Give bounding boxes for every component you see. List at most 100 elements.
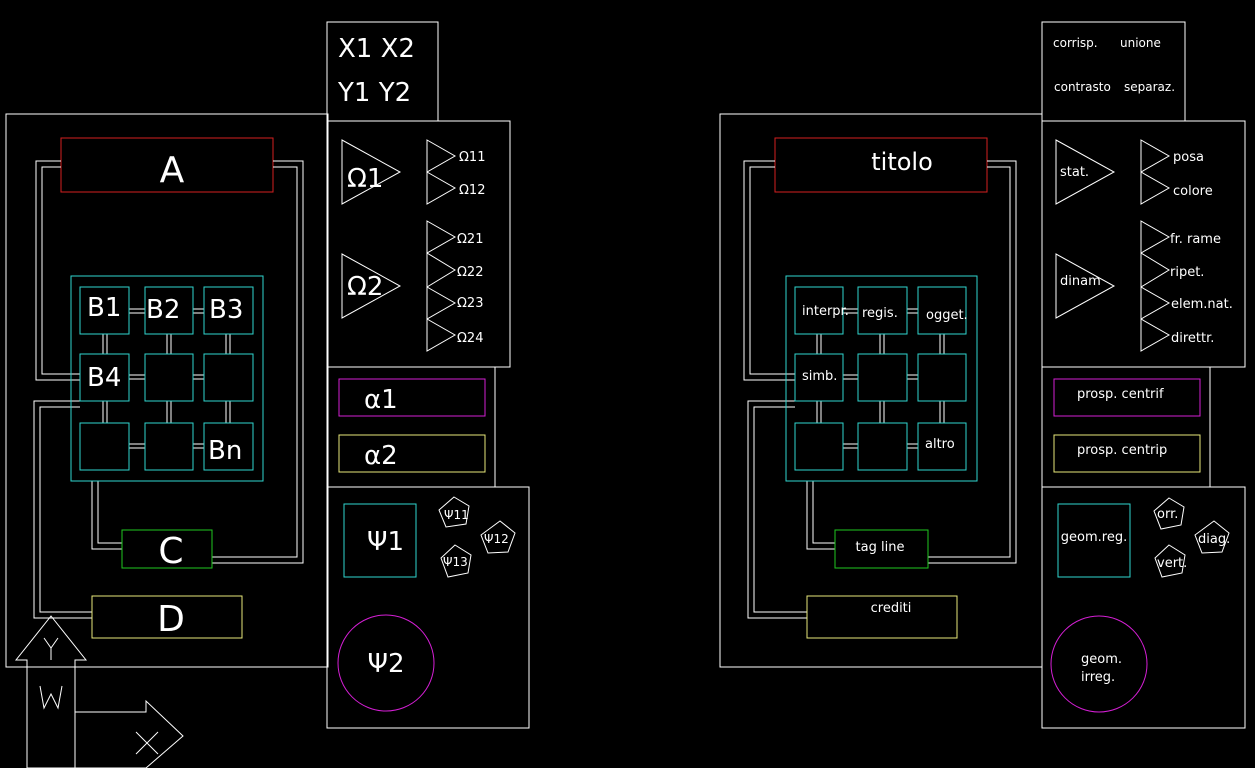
left-layout: X1 X2 Y1 Y2 A — [5, 21, 530, 729]
alpha1-box — [338, 378, 486, 417]
geom-reg-box — [1057, 503, 1131, 578]
omega2-triangle — [341, 253, 402, 319]
colore-triangle — [1140, 171, 1171, 205]
prosp-centrif-box — [1053, 378, 1201, 417]
omega2-label: Ω2 — [347, 272, 383, 302]
omega11-label: Ω11 — [459, 150, 485, 165]
b-cell-label: B1 — [87, 293, 121, 323]
psi2-circle — [337, 614, 435, 712]
coords-x-label: X1 X2 — [338, 34, 415, 64]
b-cell — [79, 286, 130, 335]
grid-cell — [794, 286, 844, 335]
omega22-triangle — [426, 252, 456, 288]
psi12-label: Ψ12 — [484, 532, 509, 546]
geometry-panel — [1041, 486, 1246, 729]
box-a-label: A — [160, 150, 185, 191]
grid-cell — [857, 353, 908, 402]
b-cell — [144, 353, 194, 402]
psi2-label: Ψ2 — [367, 649, 404, 679]
b-cell-label: B3 — [209, 295, 243, 325]
geom-sub-label: vert. — [1157, 556, 1187, 571]
psi12-pentagon — [480, 520, 516, 554]
grid-cell-label: simb. — [802, 369, 837, 384]
ucs-arrow-outline — [14, 615, 184, 768]
relation-label: contrasto — [1054, 80, 1111, 94]
credits-box — [806, 595, 958, 639]
grid-cell-label: regis. — [862, 306, 898, 321]
posa-triangle — [1140, 139, 1171, 173]
psi11-label: Ψ11 — [444, 508, 469, 522]
dinam-sub-triangle — [1140, 286, 1171, 320]
cell-grid-frame — [785, 275, 978, 482]
psi-panel — [326, 486, 530, 729]
grid-cell — [917, 422, 967, 471]
geom-irreg-label: irreg. — [1081, 670, 1115, 685]
omega23-label: Ω23 — [457, 296, 483, 311]
dinam-sub-triangle — [1140, 220, 1171, 254]
box-d — [91, 595, 243, 639]
geom-sub-label: diag. — [1198, 532, 1230, 547]
omega12-label: Ω12 — [459, 183, 485, 198]
left-connectors — [33, 160, 304, 619]
alpha1-label: α1 — [364, 385, 398, 415]
psi1-label: Ψ1 — [367, 527, 404, 557]
ucs-w-glyph — [39, 685, 63, 710]
geom-irreg-circle — [1050, 615, 1148, 713]
b-grid-cells — [79, 286, 254, 471]
prosp-centrip-label: prosp. centrip — [1077, 443, 1167, 458]
dinam-label: dinam — [1060, 274, 1101, 289]
relation-label: corrisp. — [1053, 36, 1098, 50]
grid-cell — [857, 422, 908, 471]
vert-pentagon — [1154, 544, 1186, 578]
dinam-sub-label: elem.nat. — [1171, 297, 1233, 312]
box-c — [121, 529, 213, 569]
alpha-panel — [326, 366, 496, 488]
right-main-frame — [719, 113, 1043, 668]
dinam-triangle — [1055, 253, 1116, 319]
b-cell — [144, 422, 194, 471]
psi1-box — [343, 503, 417, 578]
b-cell-label: B2 — [146, 295, 180, 325]
omega11-triangle — [426, 139, 457, 173]
grid-cell-label: interpr. — [802, 304, 849, 319]
b-cell-label: Bn — [208, 436, 242, 466]
relation-label: separaz. — [1124, 80, 1175, 94]
alpha2-label: α2 — [364, 441, 398, 471]
box-c-label: C — [158, 531, 183, 572]
diag-pentagon — [1194, 520, 1230, 554]
omega24-label: Ω24 — [457, 331, 483, 346]
cell-grid-cells — [794, 286, 967, 471]
dinam-sub-label: ripet. — [1170, 265, 1204, 280]
b-grid-frame — [70, 275, 264, 482]
dinam-sub-label: direttr. — [1171, 331, 1214, 346]
omega21-triangle — [426, 220, 457, 254]
alpha2-box — [338, 434, 486, 473]
grid-cell — [917, 353, 967, 402]
omega1-label: Ω1 — [347, 164, 383, 194]
b-cell-label: B4 — [87, 363, 121, 393]
grid-cell-label: altro — [925, 437, 955, 452]
prosp-centrif-label: prosp. centrif — [1077, 387, 1164, 402]
b-grid-links — [102, 308, 231, 449]
omega24-triangle — [426, 318, 457, 352]
grid-cell-label: ogget. — [926, 308, 968, 323]
stat-sub-label: posa — [1173, 150, 1204, 165]
stat-label: stat. — [1060, 165, 1089, 180]
relation-label: unione — [1120, 36, 1161, 50]
coords-y-label: Y1 Y2 — [337, 78, 411, 108]
psi13-pentagon — [440, 544, 472, 578]
omega21-label: Ω21 — [457, 232, 483, 247]
left-main-frame — [5, 113, 329, 668]
omega1-triangle — [341, 139, 402, 205]
grid-cell — [794, 353, 844, 402]
grid-cell — [857, 286, 908, 335]
cell-grid-links — [816, 308, 945, 449]
psi13-label: Ψ13 — [443, 555, 468, 569]
grid-cell — [917, 286, 967, 335]
ucs-x-glyph — [135, 731, 159, 755]
omega22-label: Ω22 — [457, 265, 483, 280]
prosp-centrip-box — [1053, 434, 1201, 473]
omega23-triangle — [426, 286, 457, 320]
stat-sub-label: colore — [1173, 184, 1213, 199]
perspective-panel — [1041, 366, 1211, 488]
